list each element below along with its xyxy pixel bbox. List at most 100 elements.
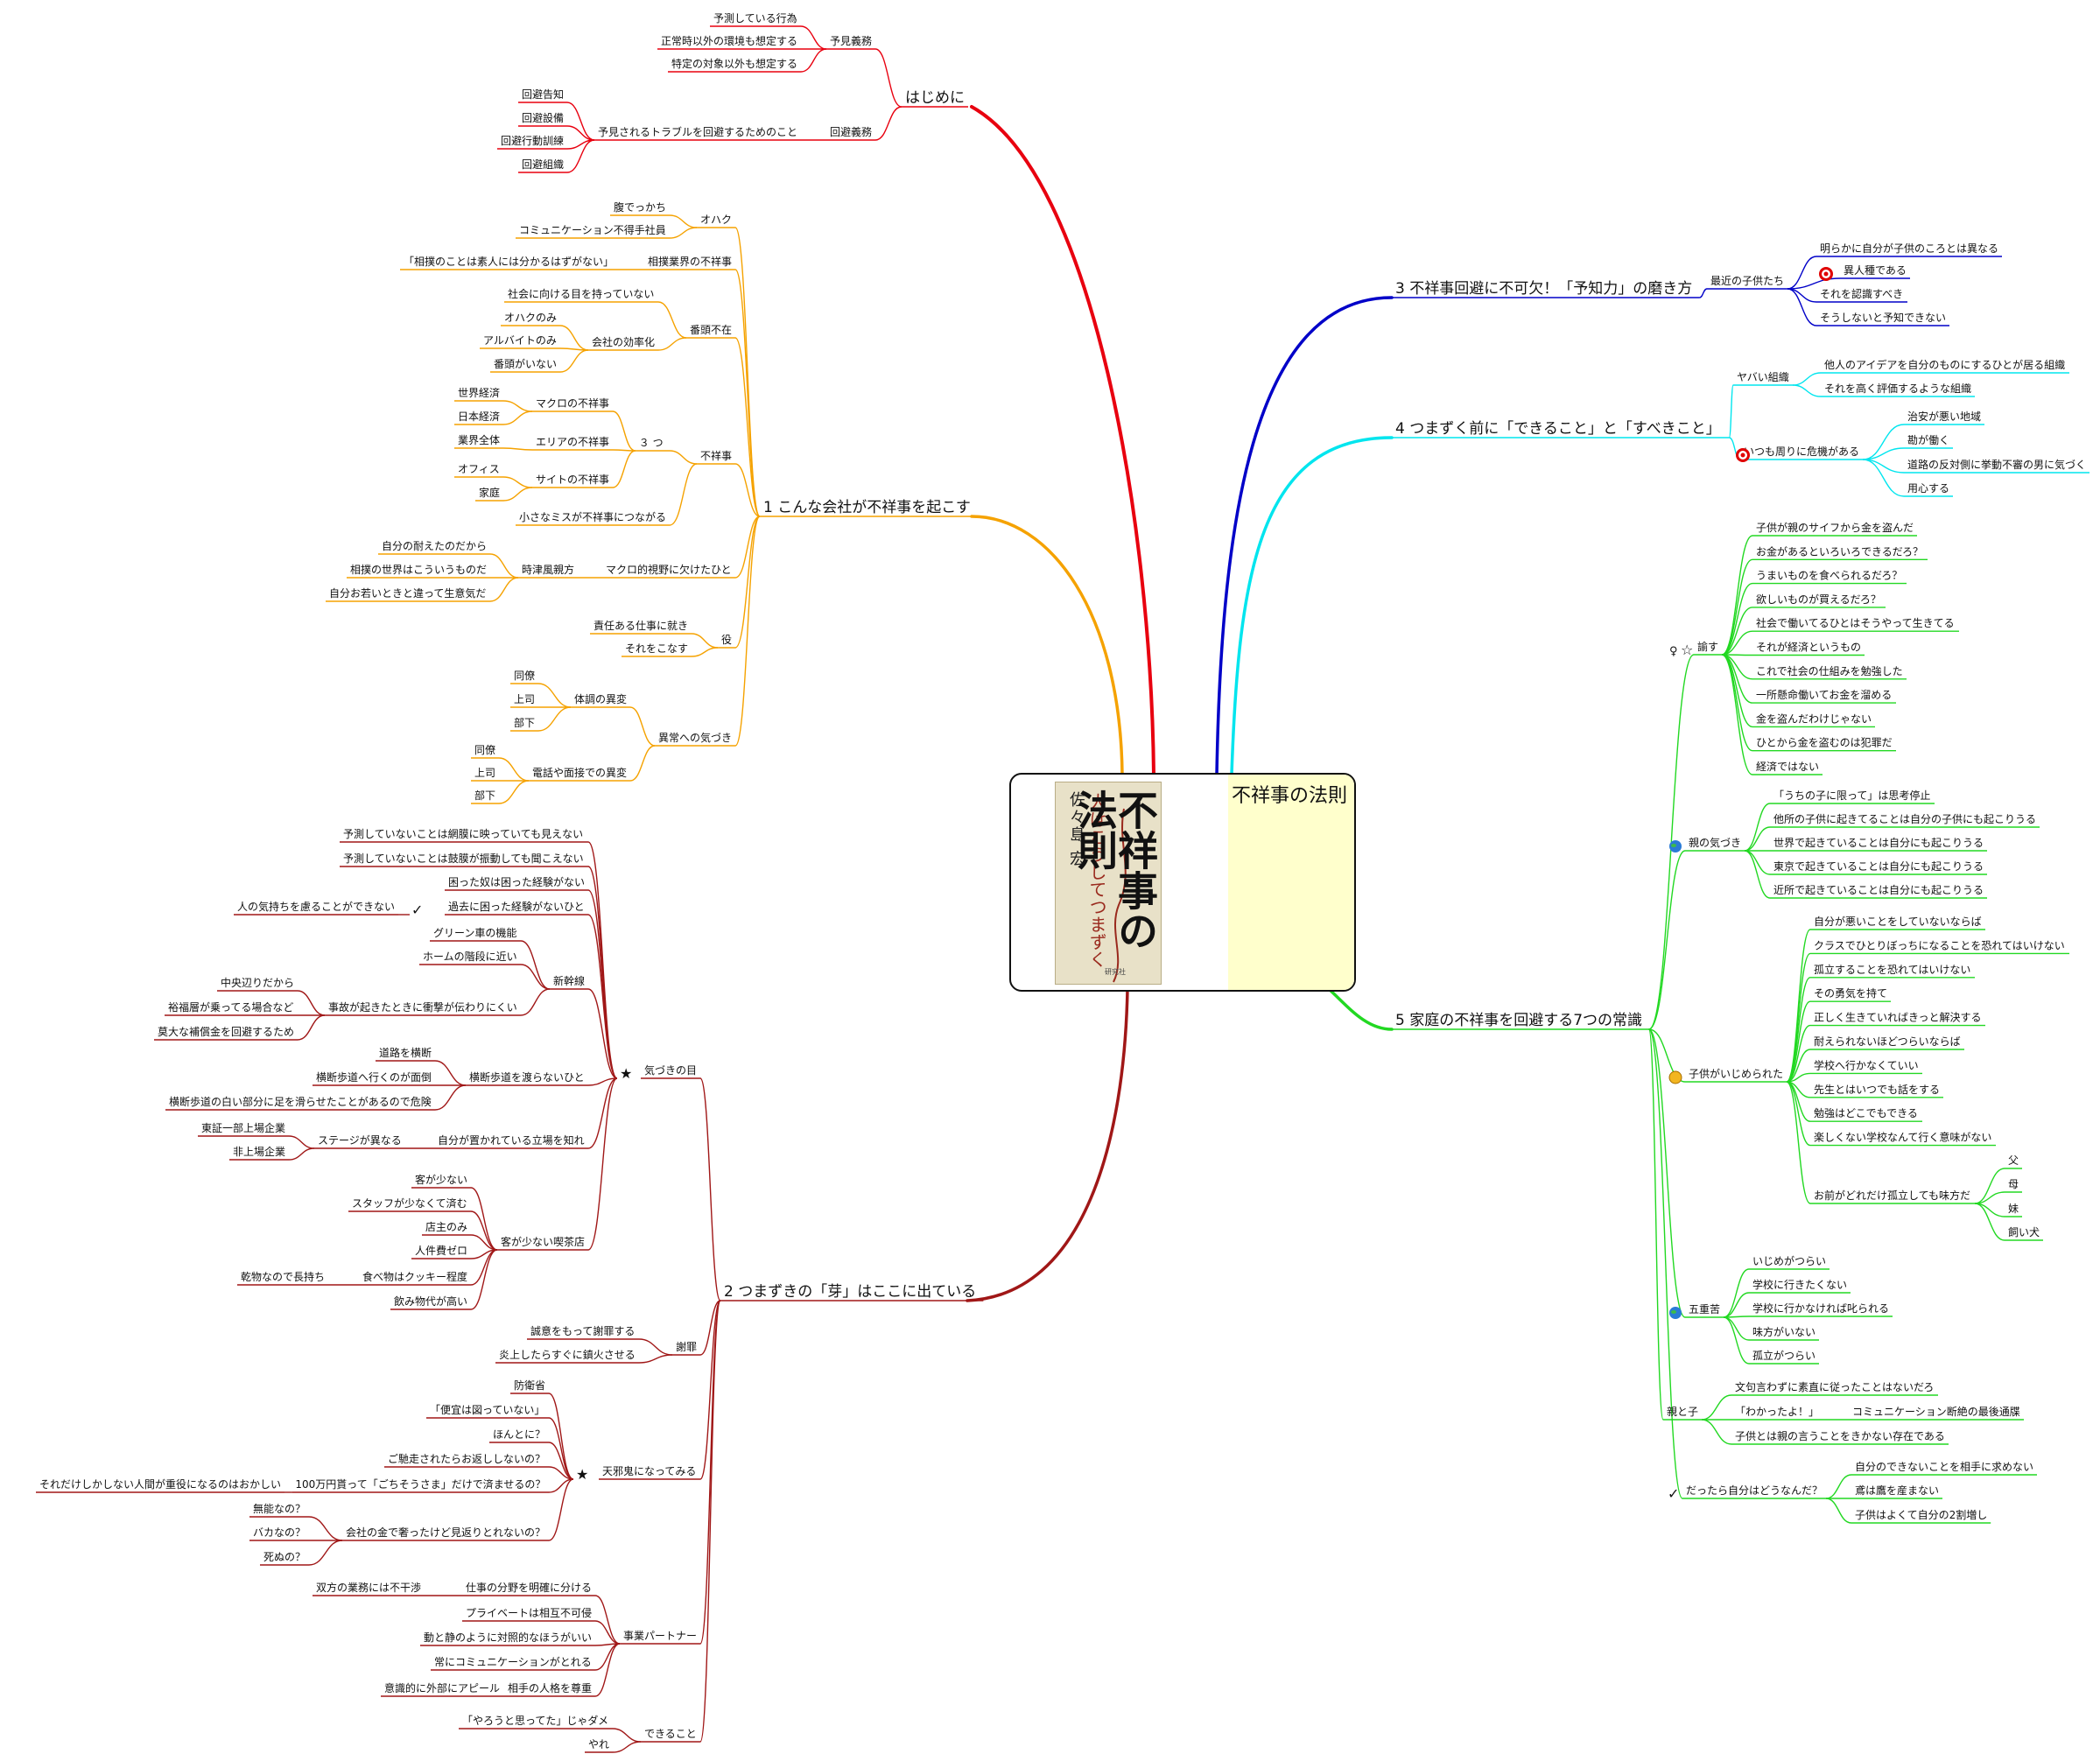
node-label-129[interactable]: これで社会の仕組みを勉強した (1756, 664, 1903, 677)
node-label-95[interactable]: 事業パートナー (623, 1630, 697, 1642)
node-label-134[interactable]: 親の気づき (1689, 836, 1741, 849)
node-label-138[interactable]: 東京で起きていることは自分にも起こりうる (1773, 860, 1984, 873)
node-label-22[interactable]: 番頭がいない (494, 357, 557, 370)
node-label-142[interactable]: クラスでひとりぼっちになることを恐れてはいけない (1814, 939, 2065, 951)
node-label-147[interactable]: 学校へ行かなくていい (1814, 1058, 1919, 1071)
node-label-143[interactable]: 孤立することを恐れてはいけない (1814, 963, 1970, 976)
node-label-16[interactable]: 「相撲のことは素人には分かるはずがない」 (404, 255, 614, 268)
node-label-93[interactable]: バカなの？ (253, 1526, 306, 1539)
node-label-89[interactable]: 100万円貰って「ごちそうさま」だけで済ませるの？ (295, 1477, 545, 1491)
node-label-76[interactable]: 店主のみ (425, 1221, 467, 1233)
node-label-111[interactable]: そうしないと予知できない (1820, 312, 1946, 324)
node-label-100[interactable]: 常にコミュニケーションがとれる (434, 1655, 592, 1668)
node-label-137[interactable]: 世界で起きていることは自分にも起こりうる (1773, 837, 1984, 849)
node-label-157[interactable]: いじめがつらい (1752, 1254, 1826, 1267)
node-label-57[interactable]: 人の気持ちを慮ることができない (237, 900, 395, 913)
node-label-38[interactable]: 自分お若いときと違って生意気だ (329, 586, 486, 600)
node-label-74[interactable]: 客が少ない (415, 1173, 467, 1186)
node-label-21[interactable]: アルバイトのみ (483, 334, 557, 347)
node-label-110[interactable]: それを認識すべき (1820, 287, 1903, 300)
central-topic[interactable]: 佐々島 宏 人はこうしてつまずく 不祥事の法則 研究社 不祥事の法則 (1009, 773, 1356, 992)
node-label-69[interactable]: 自分が置かれている立場を知れ (438, 1133, 585, 1147)
node-label-141[interactable]: 自分が悪いことをしていないならば (1814, 915, 1982, 928)
node-label-4[interactable]: 特定の対象以外も想定する (671, 57, 797, 70)
node-label-144[interactable]: その勇気を持て (1814, 986, 1887, 1000)
node-label-149[interactable]: 勉強はどこでもできる (1814, 1107, 1918, 1119)
node-label-152[interactable]: 父 (2008, 1154, 2019, 1167)
node-label-20[interactable]: オハクのみ (504, 312, 557, 324)
node-label-61[interactable]: 事故が起きたときに衝撃が伝わりにくい (328, 1000, 517, 1014)
node-label-155[interactable]: 飼い犬 (2008, 1225, 2040, 1238)
node-label-104[interactable]: 「やろうと思ってた」じゃダメ (462, 1714, 608, 1727)
node-label-84[interactable]: 天邪鬼になってみる (602, 1464, 696, 1477)
node-label-126[interactable]: 欲しいものが買えるだろ？ (1756, 593, 1881, 606)
node-label-41[interactable]: それをこなす (625, 642, 688, 655)
node-label-12[interactable]: オハク (700, 214, 732, 226)
node-label-33[interactable]: 小さなミスが不祥事につながる (519, 510, 666, 523)
node-label-19[interactable]: 会社の効率化 (592, 335, 655, 348)
node-label-154[interactable]: 妹 (2008, 1203, 2019, 1215)
node-label-83[interactable]: 炎上したらすぐに鎮火させる (499, 1348, 636, 1361)
node-label-163[interactable]: 文句言わずに素直に従ったことはないだろ (1735, 1380, 1934, 1393)
node-label-98[interactable]: プライベートは相互不可侵 (466, 1606, 592, 1619)
node-label-81[interactable]: 謝罪 (676, 1340, 697, 1353)
node-label-47[interactable]: 電話や面接での異変 (532, 766, 627, 779)
node-label-166[interactable]: 子供とは親の言うことをきかない存在である (1735, 1430, 1945, 1442)
node-label-46[interactable]: 部下 (514, 716, 535, 729)
node-label-139[interactable]: 近所で起きていることは自分にも起こりうる (1773, 884, 1984, 896)
node-label-164[interactable]: 「わかったよ！」 (1735, 1406, 1819, 1418)
node-label-75[interactable]: スタッフが少なくて済む (352, 1196, 467, 1210)
node-label-115[interactable]: それを高く評価するような組織 (1824, 382, 1971, 395)
node-label-13[interactable]: 腹でっかち (614, 201, 666, 214)
node-label-107[interactable]: 最近の子供たち (1710, 275, 1784, 287)
node-label-28[interactable]: エリアの不祥事 (536, 436, 609, 448)
node-label-90[interactable]: それだけしかしない人間が重役になるのはおかしい (39, 1477, 281, 1491)
node-label-55[interactable]: 困った奴は困った経験がない (448, 875, 585, 888)
node-label-109[interactable]: 異人種である (1844, 264, 1907, 277)
node-label-116[interactable]: いつも周りに危機がある (1744, 445, 1859, 458)
node-label-145[interactable]: 正しく生きていればきっと解決する (1814, 1012, 1982, 1024)
node-label-44[interactable]: 同僚 (514, 669, 535, 682)
node-label-34[interactable]: マクロ的視野に欠けたひと (606, 563, 732, 576)
node-label-113[interactable]: ヤバい組織 (1737, 371, 1789, 383)
node-label-133[interactable]: 経済ではない (1756, 760, 1819, 773)
node-label-53[interactable]: 予測していないことは網膜に映っていても見えない (343, 828, 583, 840)
node-label-159[interactable]: 学校に行かなければ叱られる (1752, 1301, 1889, 1315)
node-label-52[interactable]: 気づきの目 (644, 1063, 697, 1077)
node-label-56[interactable]: 過去に困った経験がないひと (448, 900, 585, 913)
node-label-78[interactable]: 食べ物はクッキー程度 (362, 1270, 467, 1283)
node-label-29[interactable]: 業界全体 (458, 433, 500, 446)
node-label-123[interactable]: 子供が親のサイフから金を盗んだ (1756, 521, 1914, 534)
node-label-6[interactable]: 予見されるトラブルを回避するためのこと (598, 125, 797, 138)
node-label-158[interactable]: 学校に行きたくない (1752, 1278, 1847, 1291)
node-label-0[interactable]: はじめに (905, 89, 965, 107)
node-label-91[interactable]: 会社の金で奢ったけど見返りとれないの？ (346, 1526, 545, 1539)
node-label-128[interactable]: それが経済というもの (1756, 641, 1861, 654)
node-label-117[interactable]: 治安が悪い地域 (1907, 410, 1981, 423)
node-label-71[interactable]: 東証一部上場企業 (201, 1121, 285, 1134)
node-label-7[interactable]: 回避告知 (522, 88, 564, 101)
node-label-122[interactable]: 諭す (1697, 640, 1718, 653)
node-label-87[interactable]: ほんとに？ (493, 1428, 545, 1441)
node-label-165[interactable]: コミュニケーション断絶の最後通牒 (1852, 1405, 2020, 1418)
node-label-146[interactable]: 耐えられないほどつらいならば (1814, 1035, 1961, 1048)
node-label-39[interactable]: 役 (721, 633, 732, 646)
node-label-58[interactable]: 新幹線 (553, 974, 585, 987)
node-label-70[interactable]: ステージが異なる (318, 1133, 402, 1147)
node-label-96[interactable]: 仕事の分野を明確に分ける (466, 1581, 592, 1594)
node-label-36[interactable]: 自分の耐えたのだから (382, 540, 487, 552)
node-label-32[interactable]: 家庭 (479, 486, 500, 499)
node-label-131[interactable]: 金を盗んだわけじゃない (1756, 712, 1872, 725)
node-label-67[interactable]: 横断歩道へ行くのが面倒 (316, 1070, 432, 1084)
node-label-120[interactable]: 用心する (1907, 482, 1949, 495)
node-label-170[interactable]: 子供はよくて自分の2割増し (1855, 1508, 1987, 1521)
node-label-72[interactable]: 非上場企業 (233, 1145, 285, 1158)
node-label-51[interactable]: 2 つまずきの「芽」はここに出ている (724, 1283, 976, 1301)
node-label-103[interactable]: できること (644, 1728, 697, 1740)
node-label-10[interactable]: 回避組織 (522, 158, 564, 171)
node-label-37[interactable]: 相撲の世界はこういうものだ (350, 563, 487, 576)
node-label-94[interactable]: 死ぬの？ (263, 1551, 306, 1563)
node-label-82[interactable]: 誠意をもって謝罪する (530, 1324, 635, 1337)
node-label-27[interactable]: 日本経済 (458, 410, 500, 423)
node-label-97[interactable]: 双方の業務には不干渉 (316, 1581, 421, 1594)
